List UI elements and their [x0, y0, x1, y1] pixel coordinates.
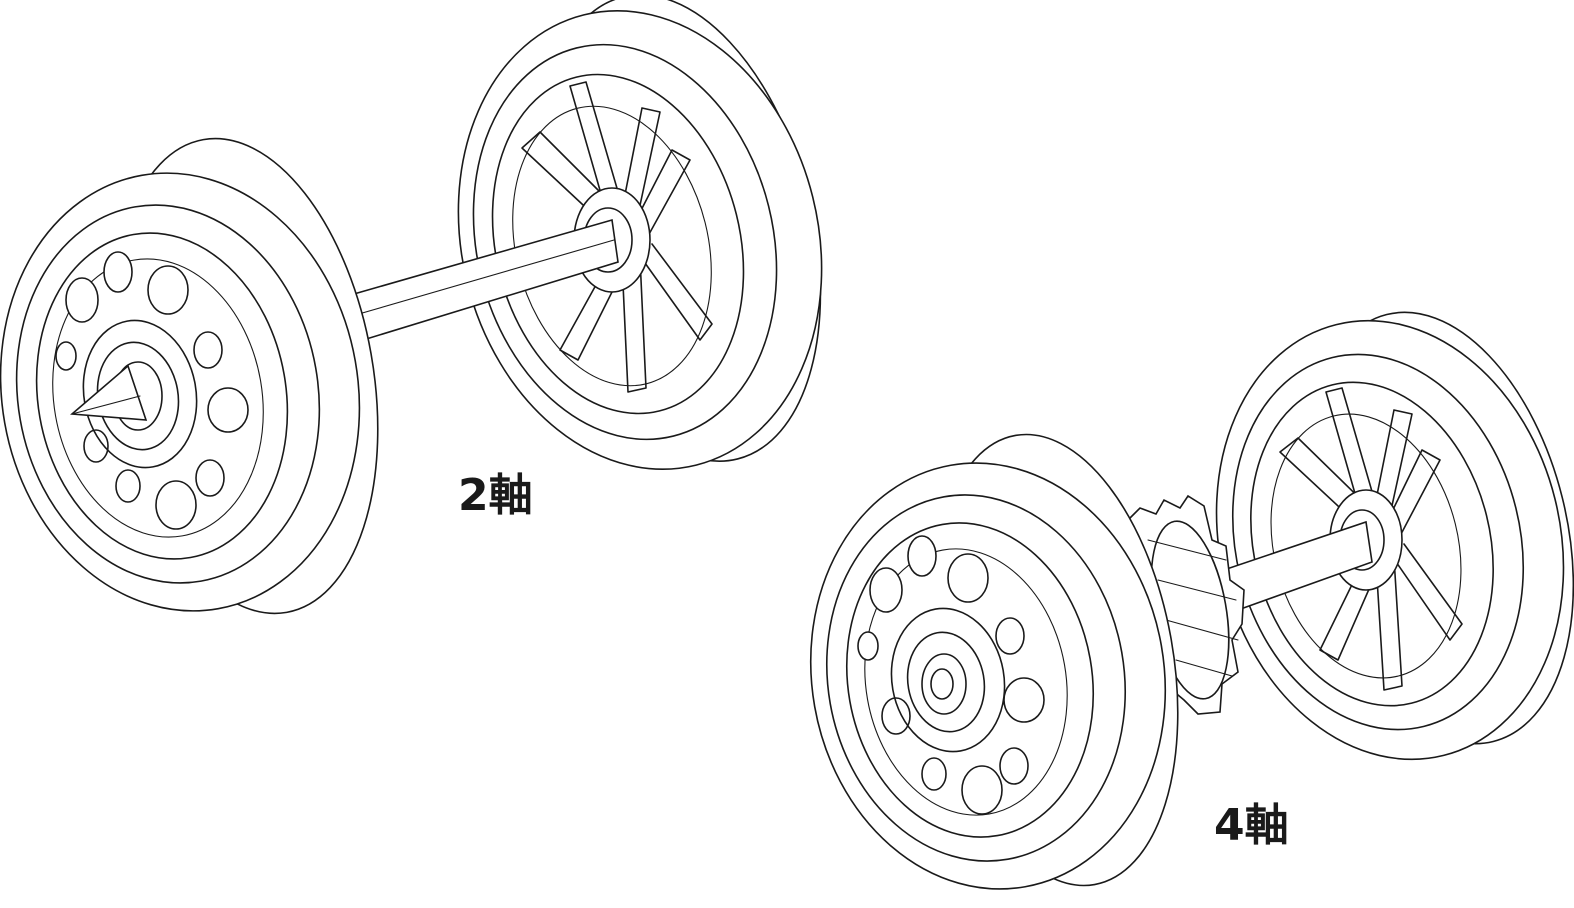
- wheelset-four-axle: 4軸: [809, 311, 1574, 890]
- wheelset-two-axle: 2軸: [0, 0, 823, 615]
- near-disc-wheel-2: [809, 433, 1179, 890]
- far-spoked-wheel: [457, 0, 823, 470]
- label-two-axle: 2軸: [458, 470, 533, 521]
- disc-holes-2: [857, 535, 1045, 815]
- near-hub-2: [921, 653, 967, 715]
- label-four-axle: 4軸: [1214, 800, 1289, 851]
- spokes-2: [1279, 387, 1463, 691]
- far-spoked-wheel-2: [1215, 311, 1574, 761]
- disc-holes: [55, 251, 249, 530]
- near-disc-wheel: [0, 137, 379, 615]
- axle-tip: [70, 364, 148, 421]
